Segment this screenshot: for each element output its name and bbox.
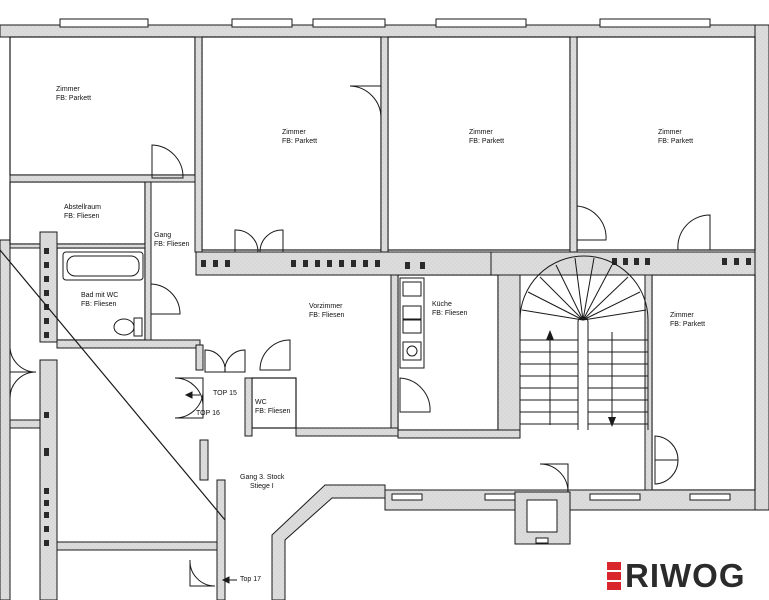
logo-mark-icon bbox=[607, 562, 621, 590]
room-label-zimmer-1: Zimmer FB: Parkett bbox=[56, 85, 91, 103]
room-label-zimmer-5: Zimmer FB: Parkett bbox=[670, 311, 705, 329]
abstellraum-shape bbox=[9, 181, 146, 245]
wall-markers bbox=[44, 248, 751, 546]
floor-finish: FB: Fliesen bbox=[309, 312, 345, 319]
room-label-abstellraum: Abstellraum FB: Fliesen bbox=[64, 203, 101, 221]
room-name: Küche bbox=[432, 301, 452, 308]
room-name: Zimmer bbox=[658, 129, 682, 136]
top-windows bbox=[59, 18, 711, 28]
door-swings bbox=[9, 85, 711, 587]
room-label-zimmer-3: Zimmer FB: Parkett bbox=[469, 128, 504, 146]
room-name: Zimmer bbox=[670, 312, 694, 319]
room-label-gang-3-stock: Gang 3. Stock Stiege I bbox=[240, 473, 284, 491]
room-name: Vorzimmer bbox=[309, 303, 343, 310]
room-name: Gang 3. Stock bbox=[240, 474, 285, 481]
floor-finish: FB: Fliesen bbox=[64, 213, 100, 220]
zimmer-2-shape bbox=[201, 36, 382, 251]
zimmer-5-shape bbox=[651, 274, 756, 491]
floor-finish: FB: Fliesen bbox=[81, 301, 117, 308]
room-label-kueche: Küche FB: Fliesen bbox=[432, 300, 467, 318]
floor-finish: FB: Fliesen bbox=[255, 408, 291, 415]
entrance-arrows bbox=[184, 391, 237, 584]
diagonal-line bbox=[0, 249, 226, 521]
floor-finish: FB: Parkett bbox=[56, 95, 92, 102]
room-name: Gang bbox=[154, 232, 172, 239]
room-name: WC bbox=[255, 399, 267, 406]
room-label-zimmer-2: Zimmer FB: Parkett bbox=[282, 128, 317, 146]
zimmer-1-shape bbox=[9, 36, 196, 176]
unit-label-top15: TOP 15 bbox=[213, 390, 237, 397]
room-name: Zimmer bbox=[56, 86, 80, 93]
logo-wordmark: RIWOG bbox=[625, 557, 746, 594]
zimmer-3-shape bbox=[387, 36, 571, 251]
floor-finish: FB: Fliesen bbox=[154, 241, 190, 248]
floor-finish: FB: Parkett bbox=[469, 138, 505, 145]
floor-finish: FB: Parkett bbox=[658, 138, 694, 145]
room-name: Bad mit WC bbox=[81, 292, 119, 299]
riwog-logo: RIWOG bbox=[607, 556, 745, 596]
floor-finish: FB: Fliesen bbox=[432, 310, 468, 317]
floor-finish: FB: Parkett bbox=[670, 321, 706, 328]
room-label-zimmer-4: Zimmer FB: Parkett bbox=[658, 128, 693, 146]
room-name: Zimmer bbox=[469, 129, 493, 136]
floor-finish: FB: Parkett bbox=[282, 138, 318, 145]
unit-label-top16: TOP 16 bbox=[196, 410, 220, 417]
unit-label-top17: Top 17 bbox=[240, 576, 262, 583]
floor-finish: Stiege I bbox=[250, 483, 274, 490]
room-label-gang: Gang FB: Fliesen bbox=[154, 231, 189, 249]
staircase bbox=[519, 255, 649, 430]
room-name: Zimmer bbox=[282, 129, 306, 136]
bathroom-fixtures bbox=[62, 251, 144, 337]
room-label-bad-mit-wc: Bad mit WC FB: Fliesen bbox=[81, 291, 118, 309]
stair-arrows bbox=[546, 330, 616, 427]
room-name: Abstellraum bbox=[64, 204, 101, 211]
room-label-wc: WC FB: Fliesen bbox=[255, 398, 290, 416]
corridor-windows bbox=[391, 493, 731, 544]
kitchen-fixtures bbox=[399, 277, 425, 369]
room-label-vorzimmer: Vorzimmer FB: Fliesen bbox=[309, 302, 344, 320]
